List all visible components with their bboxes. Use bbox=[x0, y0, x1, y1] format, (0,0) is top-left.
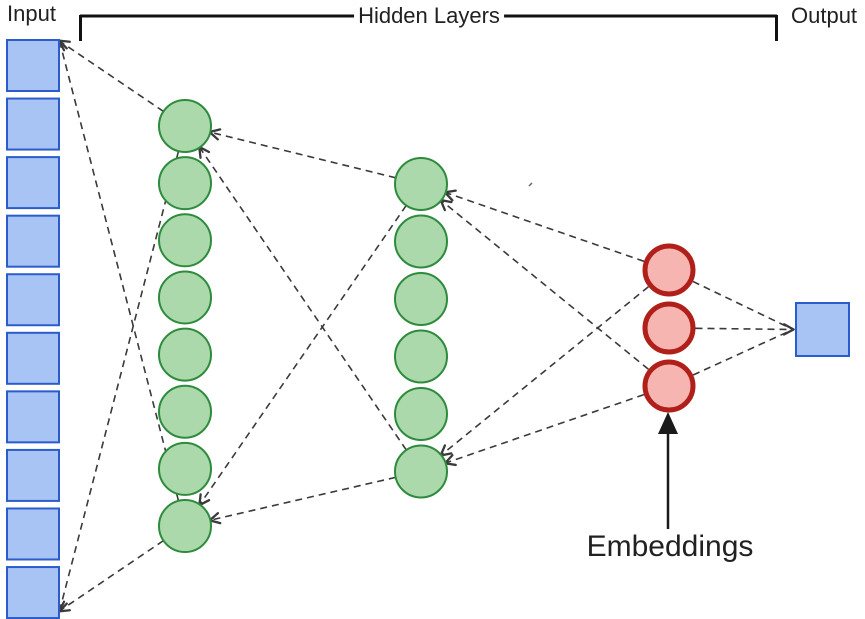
embedding-node bbox=[642, 359, 696, 413]
input-node bbox=[6, 156, 60, 210]
embedding-output-connector bbox=[692, 328, 794, 376]
hidden1-hidden2-connector bbox=[198, 204, 407, 507]
input-hidden1-connector bbox=[57, 539, 164, 613]
embeddings-pointer bbox=[658, 412, 678, 529]
hidden2-node bbox=[394, 272, 448, 326]
input-node bbox=[6, 273, 60, 327]
hidden1-node bbox=[158, 156, 212, 211]
hidden2-embedding-connector bbox=[439, 198, 649, 370]
stray-mark bbox=[528, 182, 533, 187]
hidden2-node bbox=[394, 444, 448, 499]
input-node bbox=[6, 39, 60, 92]
hidden-layers-label: Hidden Layers bbox=[354, 3, 504, 29]
hidden1-node bbox=[158, 499, 212, 554]
hidden2-node bbox=[394, 329, 448, 384]
hidden1-hidden2-connector bbox=[208, 476, 396, 525]
embedding-output-connector bbox=[695, 323, 795, 336]
input-node bbox=[6, 214, 60, 268]
connector-lines bbox=[55, 39, 795, 613]
hidden2-embedding-connector bbox=[443, 393, 645, 467]
input-node bbox=[6, 390, 60, 444]
embedding-output-connector bbox=[692, 280, 794, 331]
input-hidden1-connector bbox=[57, 39, 164, 113]
hidden2-node bbox=[394, 157, 448, 211]
output-node bbox=[795, 302, 850, 357]
embeddings-label: Embeddings bbox=[586, 530, 754, 563]
input-node bbox=[6, 97, 60, 151]
hidden2-node bbox=[394, 214, 448, 269]
hidden2-embedding-connector bbox=[439, 286, 649, 457]
output-label: Output bbox=[791, 3, 858, 28]
hidden1-node bbox=[158, 384, 212, 439]
hidden2-embedding-connector bbox=[443, 189, 645, 263]
embedding-node bbox=[642, 301, 696, 355]
hidden1-node bbox=[158, 213, 212, 268]
embedding-node bbox=[642, 243, 696, 297]
hidden1-hidden2-connector bbox=[198, 145, 407, 451]
input-label: Input bbox=[7, 1, 56, 26]
hidden1-node bbox=[158, 441, 212, 496]
hidden1-hidden2-connector bbox=[208, 128, 396, 179]
input-node bbox=[6, 448, 60, 502]
input-node bbox=[6, 566, 60, 619]
embeddings-arrowhead-icon bbox=[658, 412, 678, 434]
hidden1-node bbox=[158, 270, 212, 325]
hidden2-node bbox=[394, 387, 448, 441]
hidden1-node bbox=[158, 99, 212, 153]
input-node bbox=[6, 331, 60, 385]
network-nodes bbox=[6, 39, 850, 619]
input-node bbox=[6, 507, 60, 561]
hidden1-node bbox=[158, 327, 212, 382]
